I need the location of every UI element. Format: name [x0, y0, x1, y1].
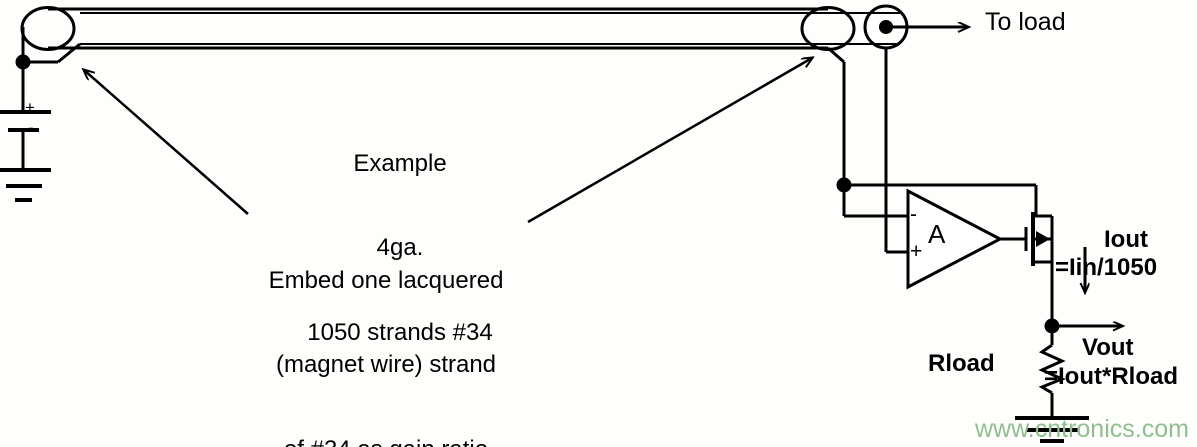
- cable-assembly: [20, 4, 909, 51]
- opamp-feedback-top-wire: [844, 183, 1038, 216]
- battery-symbol: [0, 110, 51, 172]
- left-strand-diagonal: [57, 42, 81, 64]
- right-strand-diagonal: [827, 46, 845, 64]
- annotation-arrow-right: [527, 58, 812, 224]
- battery-positive-label: +: [25, 98, 35, 117]
- opamp-gain-label: A: [928, 219, 946, 249]
- iout-label: Iout: [1104, 226, 1148, 253]
- source-ground-symbol: [6, 184, 42, 202]
- left-strand-tap: [15, 42, 81, 110]
- embed-line-3: of #34 as gain ratio: [236, 436, 536, 447]
- to-load-label: To load: [985, 8, 1066, 36]
- opamp-symbol: [906, 188, 1026, 290]
- embed-instruction-note: Embed one lacquered (magnet wire) strand…: [236, 211, 536, 447]
- cable-return-to-noninverting: [884, 48, 908, 254]
- iout-equation-label: =Iin/1050: [1055, 254, 1158, 281]
- mosfet-symbol: [1024, 212, 1054, 326]
- embed-line-2: (magnet wire) strand: [275, 351, 497, 379]
- cable-left-end-cap: [20, 6, 76, 51]
- vout-label: Vout: [1082, 334, 1134, 361]
- vout-equation-label: =Iout*Rload: [1044, 363, 1179, 390]
- example-line-1: Example: [353, 150, 447, 178]
- resistor-zigzag: [1038, 343, 1066, 395]
- load-ground-symbol: [1015, 416, 1089, 443]
- opamp-inverting-input-label: -: [910, 203, 917, 226]
- site-watermark: www.cntronics.com: [975, 415, 1189, 443]
- example-note: Example 4ga. 1050 strands #34: [254, 94, 546, 403]
- rload-label: Rload: [928, 350, 995, 377]
- example-line-2: 4ga.: [376, 234, 424, 262]
- example-line-3: 1050 strands #34: [307, 318, 493, 346]
- opamp-triangle: [906, 188, 1004, 290]
- annotation-arrow-left: [84, 70, 249, 215]
- battery-negative-label: -: [28, 118, 34, 137]
- annotation-arrows: [84, 58, 812, 224]
- load-resistor: [1038, 326, 1066, 418]
- vout-node-group: [1044, 318, 1123, 334]
- embed-line-1: Embed one lacquered: [268, 267, 504, 295]
- opamp-noninverting-input-label: +: [910, 240, 923, 263]
- right-strand-tap: [827, 46, 908, 218]
